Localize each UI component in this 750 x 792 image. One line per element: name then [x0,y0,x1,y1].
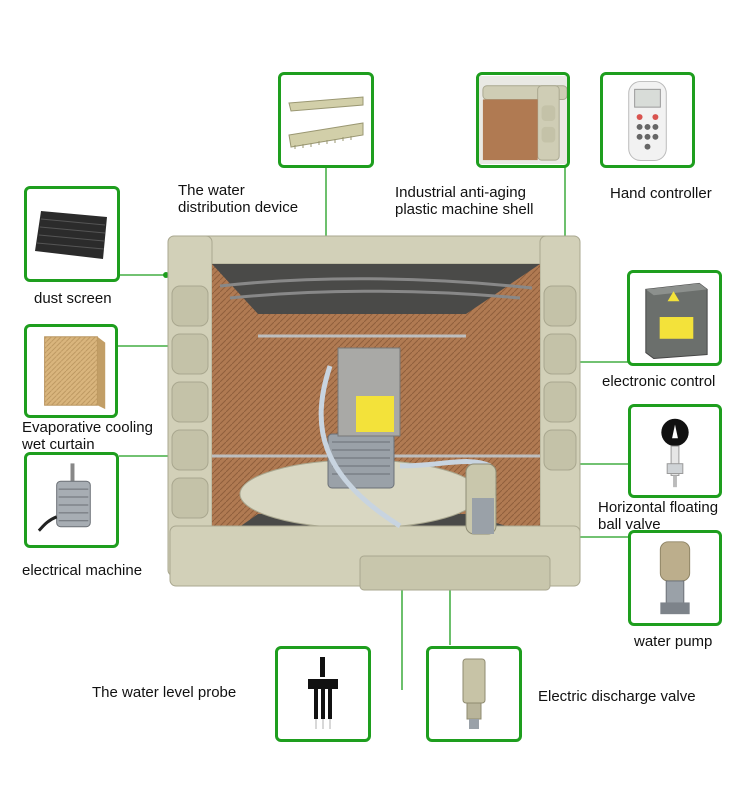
electronic-control-label: electronic control [602,373,716,390]
motor-icon [37,463,91,532]
dust-screen-icon [35,211,107,259]
dust-screen-box [24,186,120,282]
water-pump-box [628,530,722,626]
water-level-probe-label: The water level probe [92,684,237,701]
air-cooler-illustration [167,235,581,591]
electronic-control-box [627,270,722,366]
hand-controller-box [600,72,695,168]
cooling-pad-icon [44,336,106,410]
water-pump-label: water pump [634,633,713,650]
level-probe-icon [308,657,338,729]
control-box-icon [645,282,708,360]
water-pump-icon [659,541,691,615]
dust-screen-label: dust screen [34,290,112,307]
remote-control-icon [628,80,667,162]
electrical-machine-label: electrical machine [22,562,143,579]
evaporative-curtain-label: Evaporative cooling wet curtain [22,419,153,453]
evaporative-curtain-box [24,324,118,418]
electrical-machine-box [24,452,119,548]
float-valve-icon [661,418,689,488]
floating-valve-label: Horizontal floating ball valve [598,499,719,533]
floating-valve-box [628,404,722,498]
shell-corner-icon [479,76,567,164]
discharge-valve-icon [462,658,486,729]
discharge-valve-label: Electric discharge valve [538,688,696,705]
hand-controller-label: Hand controller [610,185,712,202]
distribution-bar-icon [288,96,364,149]
machine-shell-box [476,72,570,168]
water-level-probe-box [275,646,371,742]
distribution-device-box [278,72,374,168]
water-distribution-label: The water distribution device [178,182,299,216]
machine-shell-label: Industrial anti-aging plastic machine sh… [395,184,534,218]
discharge-valve-box [426,646,522,742]
